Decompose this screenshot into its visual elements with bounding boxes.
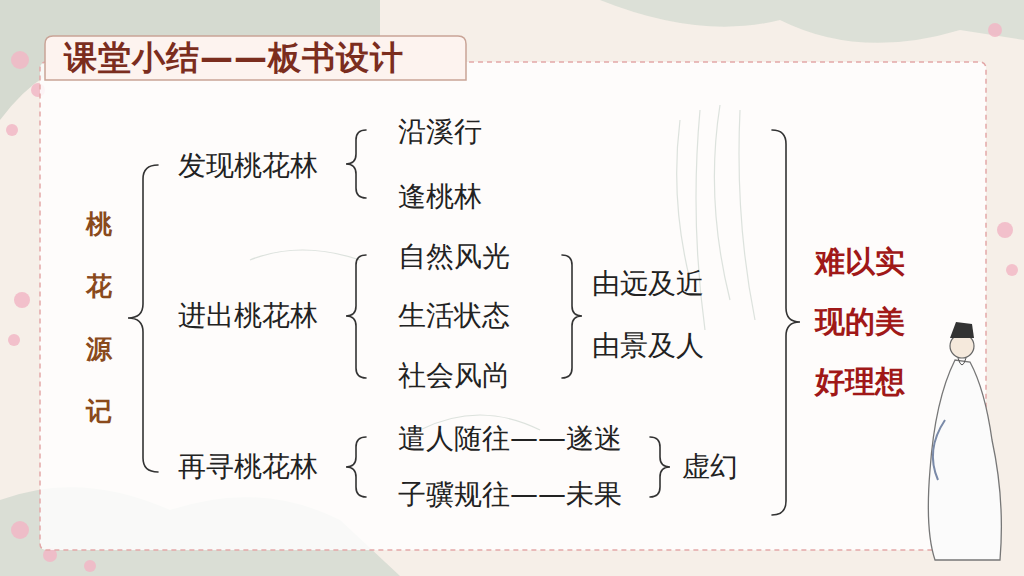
left-brace [346,130,366,198]
right-brace [650,437,670,497]
blossom [8,334,20,346]
slide-title: 课堂小结——板书设计 [64,38,404,78]
willow-branch [739,110,755,320]
summary-text: 虚幻 [682,450,738,484]
point-text: 逢桃林 [398,180,482,214]
beard [958,358,966,365]
willow-branch [677,120,690,280]
sleeve-ribbon [933,420,945,480]
point-text: 社会风尚 [398,359,510,393]
blossom [84,560,96,572]
left-brace [346,437,366,497]
summary-text: 由景及人 [592,329,704,363]
brackets [128,130,800,515]
blossom [997,222,1013,238]
blossoms [6,23,1018,572]
content-panel [40,62,986,550]
blossom [6,124,18,136]
blossom [988,23,1002,37]
section-heading: 再寻桃花林 [178,450,318,484]
point-text: 自然风光 [398,240,510,274]
roof [250,250,360,260]
willow-branch [714,105,730,300]
point-text: 生活状态 [398,299,510,333]
blossom [1006,264,1018,276]
robe [928,360,1001,560]
summary-text: 由远及近 [592,267,704,301]
section-heading: 发现桃花林 [178,149,318,183]
scholar-figure [928,322,1001,560]
section-heading: 进出桃花林 [178,299,318,333]
left-brace [128,165,158,472]
right-brace [772,130,800,515]
blossom [11,51,29,69]
theme-text: 难以实现的美好理想 [815,232,908,412]
blossom [14,292,30,308]
title-tab [45,36,466,80]
hat [950,322,974,338]
point-text: 子骥规往——未果 [398,478,622,512]
title-column: 桃花源记 [86,193,112,443]
willow [250,105,755,430]
point-text: 遣人随往——遂迷 [398,422,622,456]
left-brace [346,255,366,378]
mountain [600,0,1024,43]
blossom [11,521,29,539]
right-brace [562,255,582,378]
point-text: 沿溪行 [398,115,482,149]
